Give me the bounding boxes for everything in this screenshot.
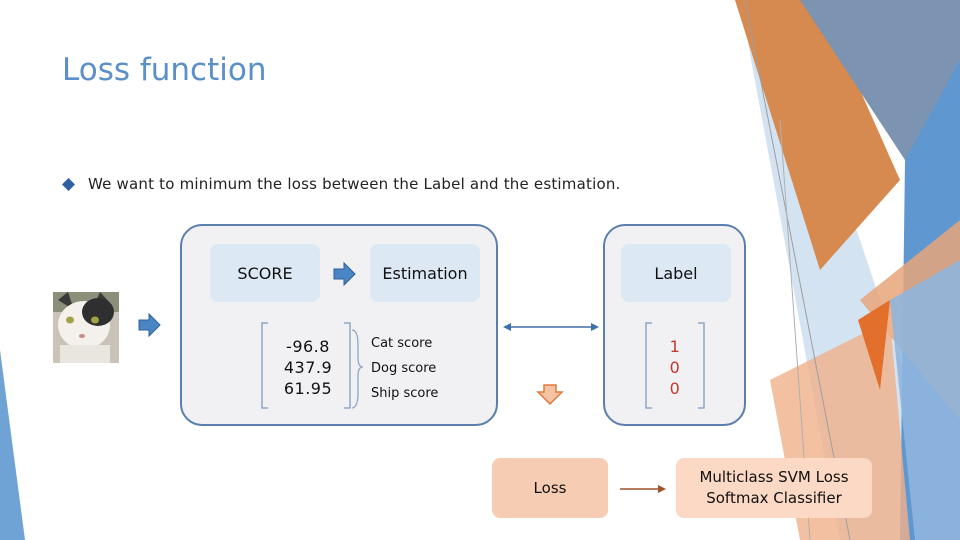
- bullet-text: We want to minimum the loss between the …: [88, 175, 621, 193]
- method-softmax: Softmax Classifier: [706, 489, 842, 507]
- label-value: 0: [669, 379, 681, 398]
- class-label-cat: Cat score: [371, 336, 433, 351]
- gray-band: [890, 260, 960, 540]
- orange-accent: [858, 300, 890, 390]
- loss-label: Loss: [533, 479, 567, 497]
- label-header: Label: [621, 244, 731, 302]
- score-value: 437.9: [283, 358, 333, 377]
- blue-triangle-left: [0, 350, 25, 540]
- gray-line: [744, 0, 851, 540]
- class-label-dog: Dog score: [371, 361, 437, 376]
- loss-methods-box: Multiclass SVM Loss Softmax Classifier: [676, 458, 872, 518]
- page-title: Loss function: [62, 52, 267, 88]
- label-value: 1: [669, 337, 681, 356]
- score-vector: -96.8 437.9 61.95: [270, 336, 346, 399]
- slate-band: [800, 0, 960, 330]
- diamond-bullet-icon: [62, 178, 75, 191]
- label-value: 0: [669, 358, 681, 377]
- method-svm: Multiclass SVM Loss: [699, 468, 849, 486]
- class-label-ship: Ship score: [371, 386, 439, 401]
- score-header: SCORE: [210, 244, 320, 302]
- score-value: -96.8: [286, 337, 330, 356]
- loss-box: Loss: [492, 458, 608, 518]
- score-value: 61.95: [283, 379, 333, 398]
- label-vector: 1 0 0: [660, 336, 690, 399]
- orange-band-top: [735, 0, 900, 270]
- estimation-header: Estimation: [370, 244, 480, 302]
